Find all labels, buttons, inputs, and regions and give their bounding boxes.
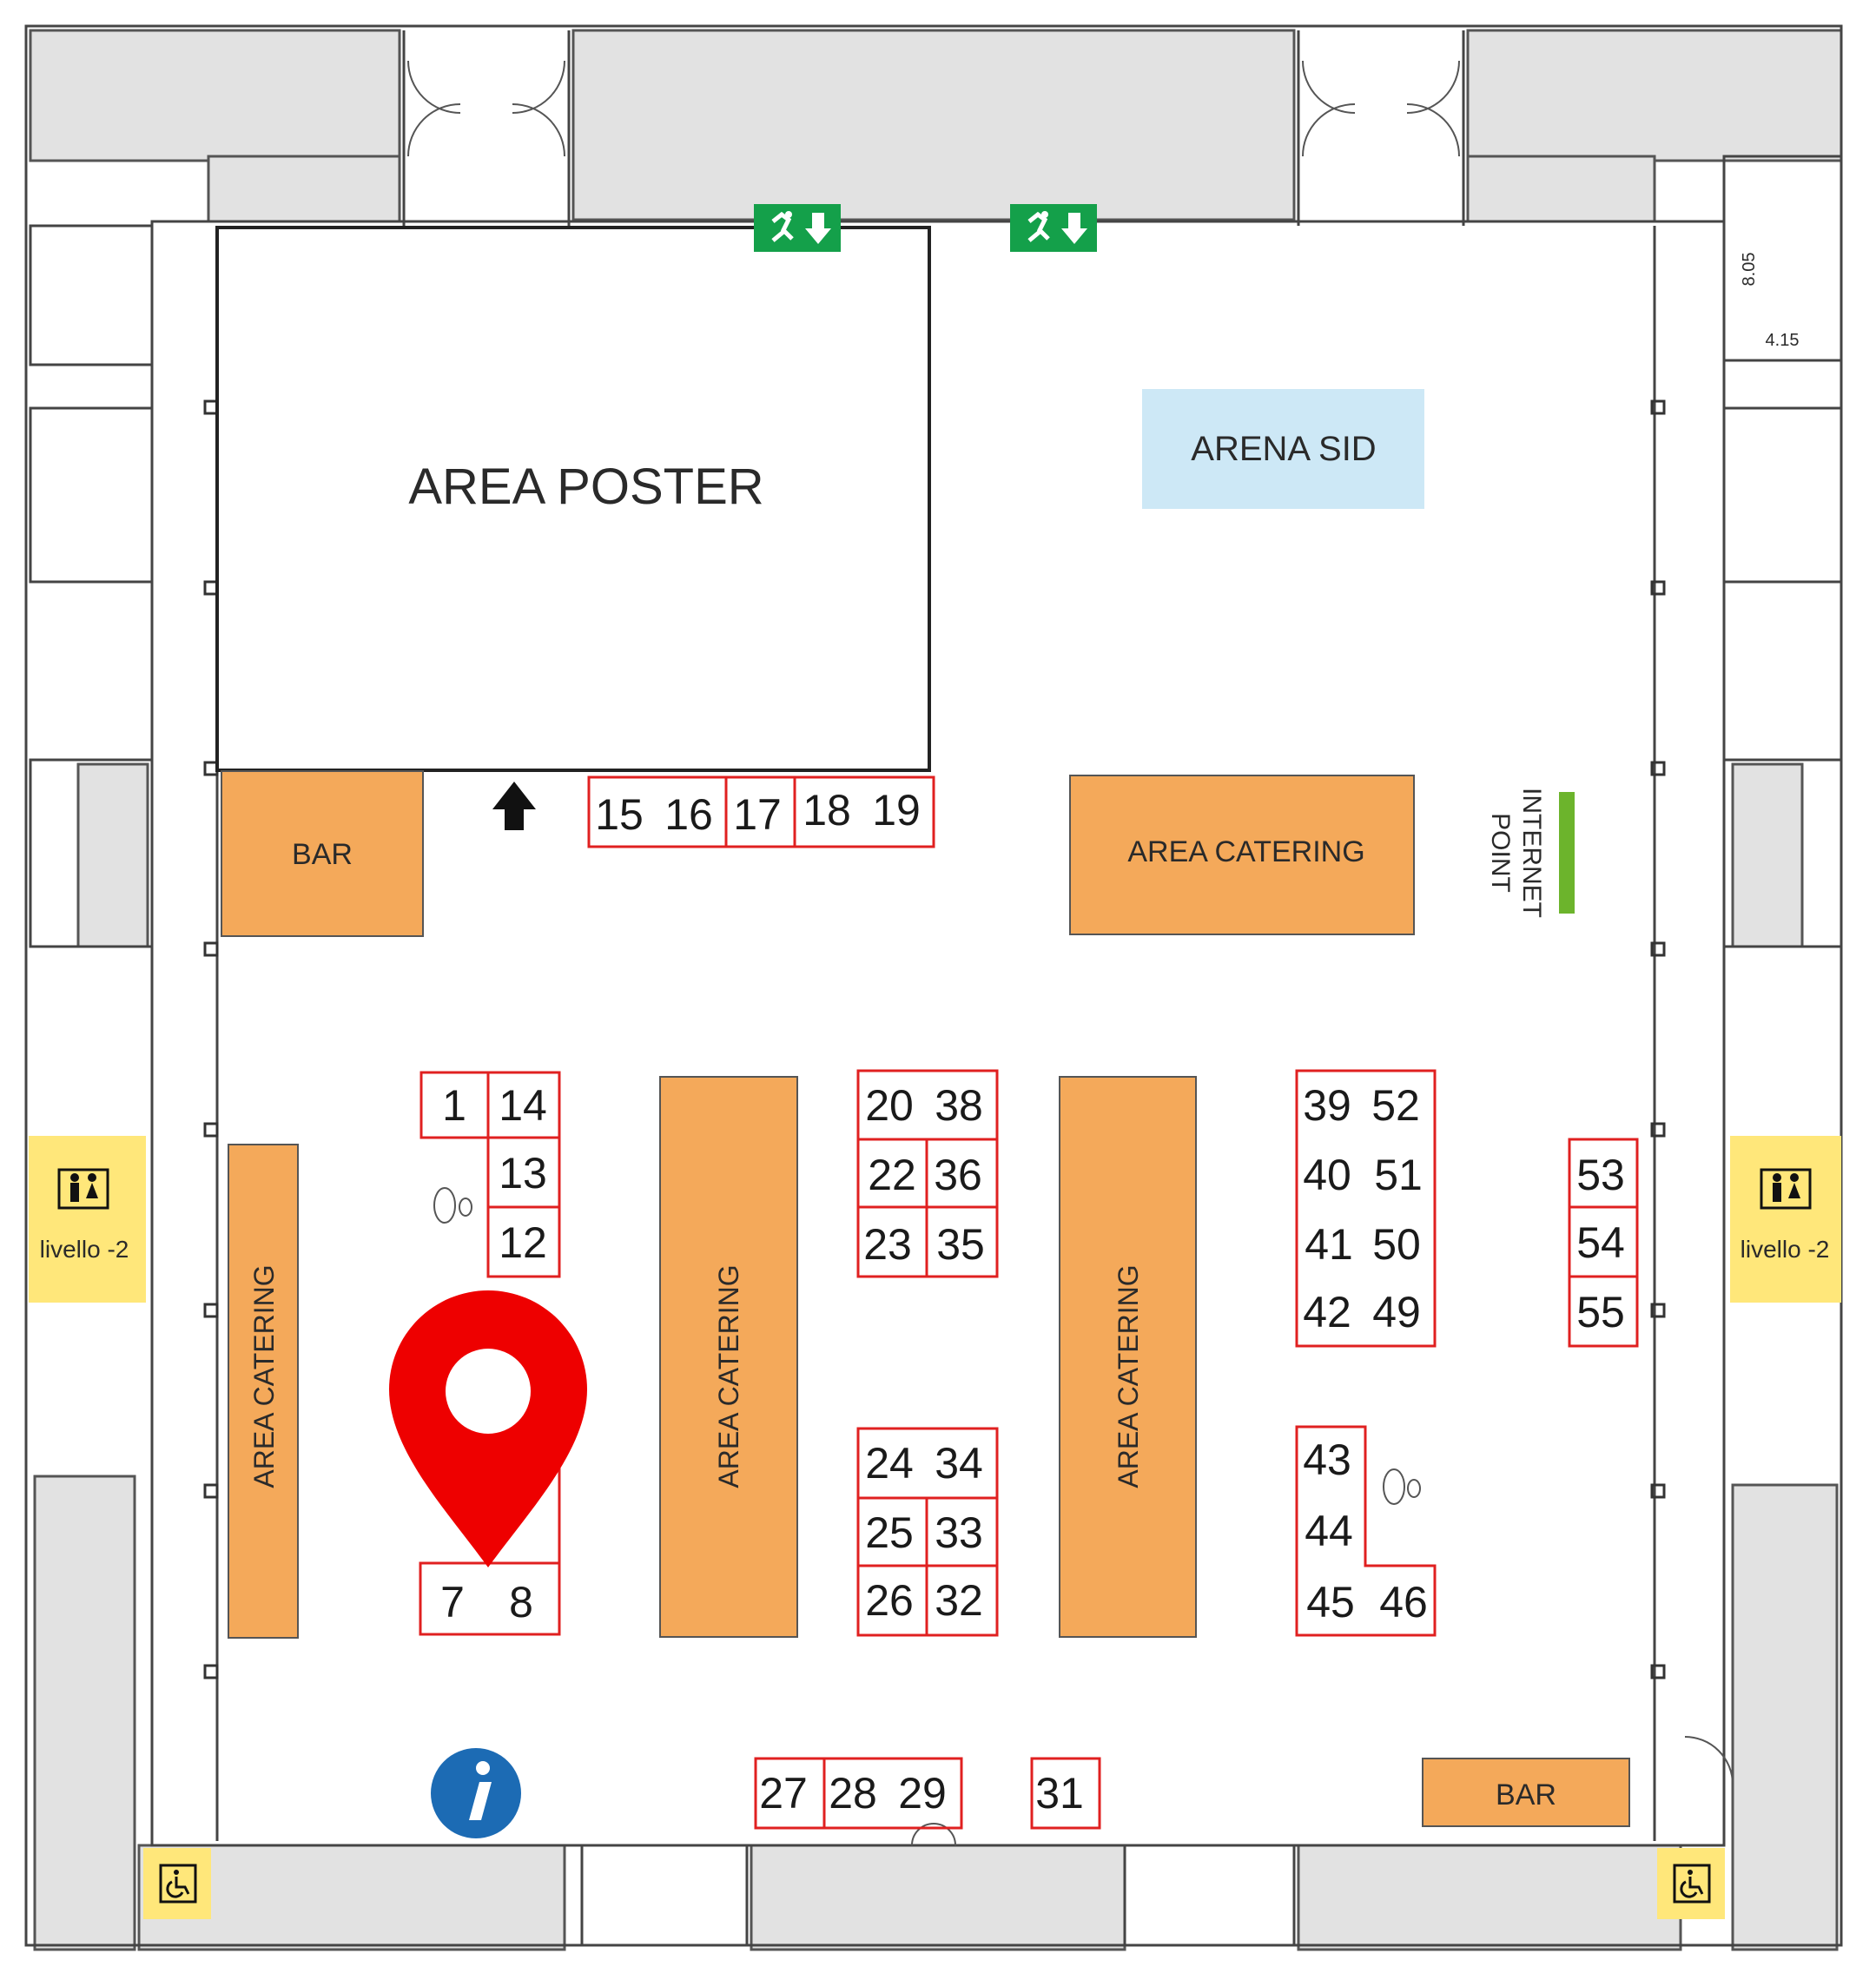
stand-label[interactable]: 35 — [936, 1220, 985, 1269]
footprints-icon — [433, 1187, 1421, 1505]
catering-top-label: AREA CATERING — [1127, 835, 1364, 868]
stand-label[interactable]: 53 — [1576, 1151, 1625, 1199]
area-poster-label: AREA POSTER — [408, 459, 763, 515]
stand-label[interactable]: 50 — [1372, 1220, 1421, 1269]
stand-label[interactable]: 29 — [898, 1769, 947, 1818]
stand-label[interactable]: 22 — [868, 1151, 916, 1199]
stand-label[interactable]: 41 — [1305, 1220, 1353, 1269]
stands — [419, 775, 1639, 1830]
stand-label[interactable]: 45 — [1306, 1578, 1355, 1627]
internet-label-line1: INTERNET — [1517, 788, 1546, 918]
stand-label[interactable]: 17 — [733, 790, 782, 839]
stand-label[interactable]: 28 — [829, 1769, 877, 1818]
info-icon[interactable] — [431, 1748, 521, 1838]
location-pin-icon[interactable] — [389, 1290, 587, 1567]
building-walls — [29, 29, 1843, 1951]
restroom-right: livello -2 — [1730, 1136, 1841, 1303]
stand-label[interactable]: 7 — [440, 1578, 465, 1627]
stand-label[interactable]: 23 — [863, 1220, 912, 1269]
emergency-exit-icon — [754, 204, 841, 252]
bar-left-area — [221, 770, 424, 937]
stand-label[interactable]: 18 — [803, 786, 851, 835]
up-arrow-icon — [492, 782, 536, 830]
restroom-icon — [57, 1168, 109, 1210]
stand-label[interactable]: 8 — [509, 1578, 533, 1627]
catering-mid-label: AREA CATERING — [713, 1264, 744, 1488]
stand-label[interactable]: 26 — [865, 1576, 914, 1625]
stand-label[interactable]: 54 — [1576, 1218, 1625, 1267]
arena-sid-label: ARENA SID — [1191, 430, 1376, 468]
stand-label[interactable]: 52 — [1371, 1081, 1420, 1130]
stand-label[interactable]: 25 — [865, 1508, 914, 1557]
stand-label[interactable]: 16 — [664, 790, 713, 839]
stand-label[interactable]: 34 — [935, 1439, 983, 1488]
stand-label[interactable]: 27 — [759, 1769, 808, 1818]
stand-label[interactable]: 15 — [595, 790, 644, 839]
catering-top-area — [1069, 775, 1415, 935]
stand-label[interactable]: 14 — [499, 1081, 547, 1130]
door-swings — [407, 60, 1734, 1846]
catering-left-area — [228, 1144, 299, 1639]
column-markers — [203, 399, 1666, 1679]
stand-label[interactable]: 13 — [499, 1149, 547, 1198]
stand-label[interactable]: 1 — [442, 1081, 466, 1130]
internet-point-strip — [1559, 792, 1575, 914]
arena-sid-area — [1142, 389, 1424, 509]
stand-label[interactable]: 39 — [1303, 1081, 1351, 1130]
wheelchair-icon — [1657, 1848, 1725, 1919]
stand-label[interactable]: 20 — [865, 1081, 914, 1130]
internet-label-line2: POINT — [1486, 813, 1515, 893]
dimension-label: 4.15 — [1766, 331, 1800, 350]
stand-label[interactable]: 40 — [1303, 1151, 1351, 1199]
restroom-right-label: livello -2 — [1741, 1236, 1830, 1263]
catering-right-label: AREA CATERING — [1113, 1264, 1144, 1488]
stand-numbers: 1 14 13 12 7 8 15 16 17 18 19 20 38 22 3… — [440, 786, 1625, 1818]
catering-mid-area — [659, 1076, 798, 1638]
restroom-left: livello -2 — [29, 1136, 146, 1303]
stand-label[interactable]: 51 — [1374, 1151, 1423, 1199]
stand-label[interactable]: 44 — [1305, 1507, 1353, 1555]
stand-label[interactable]: 43 — [1303, 1435, 1351, 1484]
stand-label[interactable]: 12 — [499, 1218, 547, 1267]
bar-left-label: BAR — [292, 838, 353, 871]
stand-label[interactable]: 31 — [1035, 1769, 1084, 1818]
stand-label[interactable]: 49 — [1372, 1288, 1421, 1336]
stand-label[interactable]: 33 — [935, 1508, 983, 1557]
stand-label[interactable]: 55 — [1576, 1288, 1625, 1336]
bar-right-area — [1422, 1758, 1630, 1827]
stand-label[interactable]: 32 — [935, 1576, 983, 1625]
wheelchair-icon — [143, 1848, 211, 1919]
catering-left-label: AREA CATERING — [248, 1264, 280, 1488]
wall-outlines — [24, 24, 1843, 1947]
dimension-label: 8.05 — [1740, 253, 1759, 287]
stand-label[interactable]: 46 — [1379, 1578, 1428, 1627]
emergency-exit-icon — [1010, 204, 1097, 252]
stand-label[interactable]: 19 — [872, 786, 921, 835]
restroom-icon — [1760, 1168, 1812, 1210]
stand-label[interactable]: 38 — [935, 1081, 983, 1130]
bar-right-label: BAR — [1496, 1778, 1556, 1811]
stand-label[interactable]: 36 — [934, 1151, 982, 1199]
stand-label[interactable]: 42 — [1303, 1288, 1351, 1336]
restroom-left-label: livello -2 — [40, 1236, 129, 1263]
catering-right-area — [1059, 1076, 1197, 1638]
area-poster-outline — [215, 226, 931, 772]
stand-label[interactable]: 24 — [865, 1439, 914, 1488]
